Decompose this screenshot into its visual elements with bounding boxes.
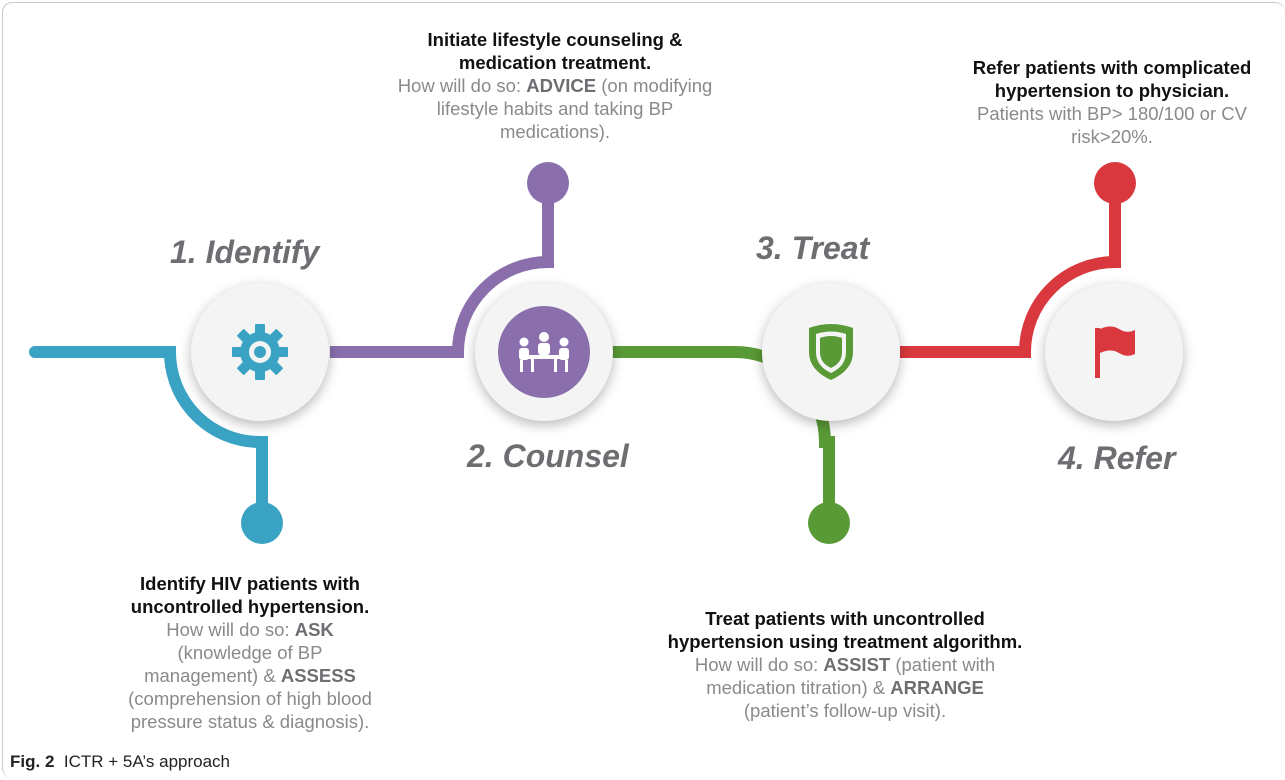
treat-keyword-assist: ASSIST [823,654,891,675]
refer-heading-line2: hypertension to physician. [994,80,1230,101]
counsel-heading-line1: Initiate lifestyle counseling & [427,29,683,50]
identify-description: Identify HIV patients with uncontrolled … [60,572,440,733]
counsel-stage-title: 2. Counsel [467,438,629,474]
identify-heading-line2: uncontrolled hypertension. [130,596,370,617]
refer-node [1045,283,1183,421]
treat-detail-line2: medication titration) & [706,677,891,698]
gear-icon [232,324,288,380]
figure-caption: Fig. 2 ICTR + 5A’s approach [10,752,230,772]
treat-keyword-arrange: ARRANGE [890,677,984,698]
treat-description: Treat patients with uncontrolled hyperte… [630,607,1060,722]
counsel-keyword-advice: ADVICE [526,75,597,96]
refer-heading-line1: Refer patients with complicated [972,57,1252,78]
identify-heading-line1: Identify HIV patients with [140,573,360,594]
identify-endpoint-dot [241,502,283,544]
refer-stage-title: 4. Refer [1058,440,1176,476]
identify-stage-title: 1. Identify [170,234,320,270]
shield-icon [809,324,853,380]
counsel-detail-line2: lifestyle habits and taking BP [436,98,674,119]
identify-detail-line3: management) & [144,665,281,686]
identify-keyword-assess: ASSESS [280,665,356,686]
treat-detail-line1-suffix: (patient with [890,654,996,675]
counsel-connector [330,182,554,358]
treat-detail-line3: (patient’s follow-up visit). [743,700,947,721]
counsel-detail-line3: medications). [499,121,610,142]
refer-connector [900,182,1121,358]
treat-endpoint-dot [808,502,850,544]
flag-icon [1095,326,1135,378]
treat-how-prefix: How will do so: [694,654,824,675]
refer-description: Refer patients with complicated hyperten… [942,56,1282,148]
refer-detail-line1: Patients with BP> 180/100 or CV [977,103,1247,124]
treat-stage-title: 3. Treat [756,230,870,266]
counsel-description: Initiate lifestyle counseling & medicati… [350,28,760,143]
counsel-endpoint-dot [527,162,569,204]
identify-detail-line5: pressure status & diagnosis). [130,711,370,732]
identify-connector [29,346,268,528]
meeting-icon [519,332,569,372]
identify-keyword-ask: ASK [294,619,334,640]
figure-caption-label: Fig. 2 [10,752,55,771]
identify-detail-line4: (comprehension of high blood [128,688,372,709]
figure-caption-text: ICTR + 5A’s approach [63,752,231,771]
identify-how-prefix: How will do so: [166,619,295,640]
refer-endpoint-dot [1094,162,1136,204]
counsel-heading-line2: medication treatment. [458,52,652,73]
treat-heading-line1: Treat patients with uncontrolled [705,608,985,629]
refer-detail-line2: risk>20%. [1071,126,1153,147]
counsel-detail-line1-suffix: (on modifying [596,75,713,96]
counsel-how-prefix: How will do so: [397,75,527,96]
identify-node [191,283,329,421]
identify-detail-line2: (knowledge of BP [177,642,323,663]
treat-heading-line2: hypertension using treatment algorithm. [667,631,1023,652]
counsel-node [475,283,613,421]
treat-node [762,283,900,421]
